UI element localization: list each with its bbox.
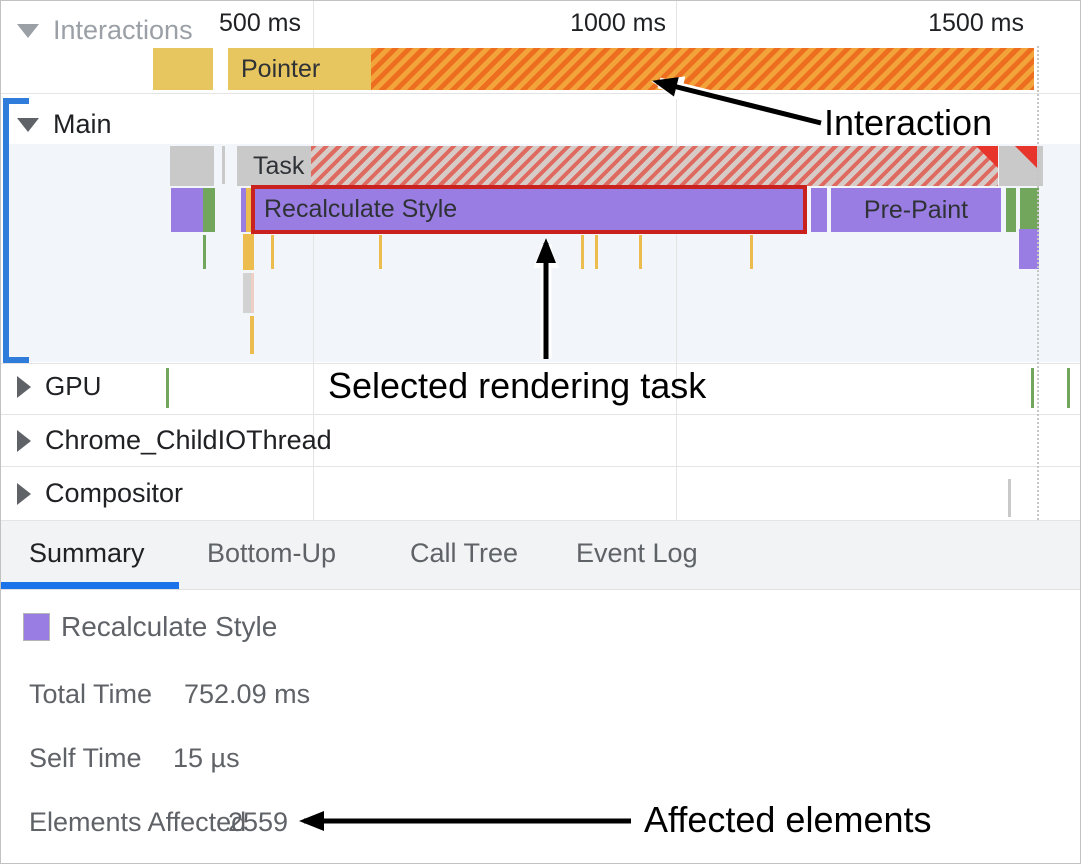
summary-row-label: Self Time [29, 743, 142, 773]
bottom-panel-tabbar: Summary Bottom-Up Call Tree Event Log [1, 521, 1080, 590]
tab-summary[interactable]: Summary [29, 538, 145, 568]
tab-event-log[interactable]: Event Log [576, 538, 698, 568]
active-tab-underline [1, 582, 179, 589]
gpu-event-tick[interactable] [1031, 368, 1034, 408]
pre-paint-bar[interactable]: Pre-Paint [831, 188, 1001, 232]
event-color-swatch [23, 613, 50, 641]
timeline-event-tick[interactable] [595, 235, 598, 269]
timeline-event-tick[interactable] [243, 234, 254, 270]
gpu-event-tick[interactable] [166, 368, 169, 408]
long-task-hatch[interactable] [311, 146, 998, 186]
timeline-event-tick[interactable] [243, 273, 254, 313]
summary-row-value: 752.09 ms [184, 679, 311, 709]
divider [1, 414, 1080, 415]
bar-label: Pointer [241, 55, 321, 83]
timeline-event-tick[interactable] [379, 235, 382, 269]
divider [1, 466, 1080, 467]
main-track-bracket [3, 98, 9, 363]
expand-triangle-icon[interactable] [17, 429, 31, 452]
interaction-event-bar[interactable] [153, 48, 213, 90]
tab-call-tree[interactable]: Call Tree [410, 538, 519, 568]
paint-event-bar[interactable] [1020, 188, 1039, 232]
gridline-1000ms [676, 1, 677, 520]
render-event-bar[interactable] [1019, 229, 1039, 269]
timeline-event-tick[interactable] [581, 235, 584, 269]
script-event-bar[interactable] [246, 188, 252, 232]
main-track-bracket [3, 98, 29, 104]
track-label: Main [53, 109, 112, 139]
summary-row-label: Elements Affected [29, 807, 247, 837]
divider [1, 363, 1080, 364]
collapse-triangle-icon[interactable] [17, 117, 39, 132]
annotation-selected-task: Selected rendering task [328, 365, 707, 406]
long-task-bar[interactable]: Task [237, 146, 311, 186]
main-track-bracket [3, 357, 29, 363]
timeline-event-tick[interactable] [203, 235, 206, 269]
annotation-affected-elements: Affected elements [644, 799, 932, 840]
track-header-main[interactable]: Main [17, 109, 112, 140]
tab-bottom-up[interactable]: Bottom-Up [207, 538, 337, 568]
paint-event-bar[interactable] [1006, 188, 1016, 232]
collapse-triangle-icon[interactable] [17, 23, 39, 38]
render-event-bar[interactable] [811, 188, 827, 232]
long-task-warning-icon [1015, 146, 1037, 168]
track-header-childio[interactable]: Chrome_ChildIOThread [17, 425, 332, 456]
gpu-event-tick[interactable] [1067, 368, 1070, 408]
expand-triangle-icon[interactable] [17, 482, 31, 505]
summary-row-label: Total Time [29, 679, 153, 709]
track-header-compositor[interactable]: Compositor [17, 478, 183, 509]
track-label: GPU [45, 371, 102, 401]
paint-event-bar[interactable] [203, 188, 215, 232]
ruler-label: 500 ms [219, 9, 301, 37]
timeline-event-tick[interactable] [750, 235, 753, 269]
interaction-overrun-hatch [371, 48, 1034, 90]
track-label: Compositor [45, 478, 184, 508]
track-label: Chrome_ChildIOThread [45, 425, 332, 455]
render-event-bar[interactable] [171, 188, 203, 232]
divider [1, 93, 1080, 94]
ruler-label: 1500 ms [928, 9, 1024, 37]
render-event-bar[interactable] [241, 188, 246, 232]
compositor-event-tick[interactable] [1008, 479, 1011, 517]
task-bar[interactable] [170, 146, 214, 186]
summary-row-value: 15 µs [173, 743, 240, 773]
track-label: Interactions [53, 15, 193, 45]
ruler-label: 1000 ms [570, 9, 666, 37]
selected-recalculate-style-bar[interactable]: Recalculate Style [251, 185, 807, 234]
summary-row-value: 2559 [228, 807, 289, 837]
long-task-warning-icon [976, 146, 998, 168]
interaction-end-marker [1037, 46, 1039, 520]
track-header-interactions[interactable]: Interactions [17, 15, 193, 46]
task-bar[interactable] [222, 146, 225, 184]
summary-title: Recalculate Style [61, 611, 278, 642]
pointer-interaction-bar[interactable]: Pointer [228, 48, 1034, 90]
track-header-gpu[interactable]: GPU [17, 371, 101, 402]
gridline-500ms [313, 1, 314, 520]
expand-triangle-icon[interactable] [17, 375, 31, 398]
annotation-interaction: Interaction [824, 102, 993, 143]
timeline-event-tick[interactable] [639, 235, 642, 269]
timeline-event-tick[interactable] [271, 235, 274, 269]
divider [1, 520, 1080, 521]
timeline-event-tick[interactable] [250, 316, 254, 354]
